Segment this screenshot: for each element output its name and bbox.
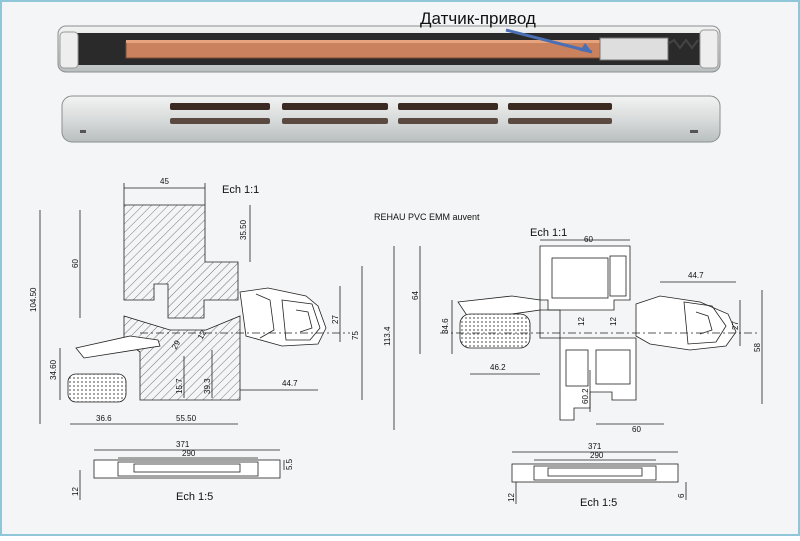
right-dimension-labels: REHAU PVC EMM auvent Ech 1:1 60 64 113.4… bbox=[374, 212, 762, 434]
dim-55-50: 55.50 bbox=[176, 414, 197, 423]
photo-area: Датчик-привод bbox=[57, 9, 721, 143]
dim-104-50: 104.50 bbox=[29, 287, 38, 312]
right-filter bbox=[459, 313, 531, 349]
dim-39-3: 39.3 bbox=[203, 378, 212, 394]
dim-45: 45 bbox=[160, 177, 169, 186]
actuator-arrow-head bbox=[580, 43, 592, 52]
right-plan-scale: Ech 1:5 bbox=[580, 497, 617, 509]
actuator-arrow bbox=[505, 28, 593, 54]
actuator-label: Датчик-привод bbox=[420, 9, 536, 28]
dim-64: 64 bbox=[411, 291, 420, 300]
dim-60-bottom: 60 bbox=[632, 425, 641, 434]
plan-right-290: 290 bbox=[590, 451, 604, 460]
ventilator-open-unit bbox=[57, 25, 721, 73]
plan-right-12: 12 bbox=[507, 493, 516, 502]
right-plan-labels: 371 290 12 6 Ech 1:5 bbox=[507, 442, 686, 509]
plan-right-371: 371 bbox=[588, 442, 602, 451]
plan-left-12: 12 bbox=[71, 487, 80, 496]
dim-35-50: 35.50 bbox=[239, 219, 248, 240]
dim-46-2: 46.2 bbox=[490, 363, 506, 372]
dim-44-7: 44.7 bbox=[282, 379, 298, 388]
dim-75: 75 bbox=[351, 331, 360, 340]
dim-60: 60 bbox=[71, 259, 80, 268]
dim-58: 58 bbox=[753, 343, 762, 352]
dim-34-60: 34.60 bbox=[49, 359, 58, 380]
vent-outer-body bbox=[239, 287, 327, 347]
left-scale-label: Ech 1:1 bbox=[222, 184, 259, 196]
ventilator-closed-unit bbox=[61, 95, 721, 143]
dim-60-2: 60.2 bbox=[581, 388, 590, 404]
dim-12b: 12 bbox=[609, 317, 618, 326]
left-hood bbox=[75, 335, 161, 359]
plan-right-6: 6 bbox=[677, 493, 686, 498]
plan-left-5-5: 5.5 bbox=[285, 458, 294, 470]
left-section-drawing bbox=[39, 183, 363, 425]
left-filter bbox=[67, 373, 127, 403]
actuator-mechanism bbox=[599, 37, 669, 61]
right-plan-view bbox=[511, 451, 687, 504]
dim-15-7: 15.7 bbox=[175, 378, 184, 394]
plan-left-290: 290 bbox=[182, 449, 196, 458]
dim-44-7-right: 44.7 bbox=[688, 271, 704, 280]
right-section-drawing bbox=[393, 239, 763, 430]
dim-34-6: 34.6 bbox=[441, 318, 450, 334]
left-plan-labels: 371 290 5.5 12 Ech 1:5 bbox=[71, 440, 294, 503]
left-plan-view bbox=[79, 449, 285, 500]
plan-left-371: 371 bbox=[176, 440, 190, 449]
left-plan-scale: Ech 1:5 bbox=[176, 491, 213, 503]
actuator-spring bbox=[667, 38, 699, 50]
pvc-sash-top bbox=[539, 245, 631, 311]
timber-profile-upper bbox=[123, 204, 239, 319]
dim-36-6: 36.6 bbox=[96, 414, 112, 423]
right-scale-label: Ech 1:1 bbox=[530, 227, 567, 239]
right-drawing-title: REHAU PVC EMM auvent bbox=[374, 212, 480, 222]
dim-27: 27 bbox=[331, 315, 340, 324]
copper-actuator-strip bbox=[125, 41, 627, 59]
dim-27-right: 27 bbox=[731, 321, 740, 330]
dim-12a: 12 bbox=[577, 317, 586, 326]
dim-113-4: 113.4 bbox=[383, 326, 392, 346]
dim-60-top: 60 bbox=[584, 235, 593, 244]
